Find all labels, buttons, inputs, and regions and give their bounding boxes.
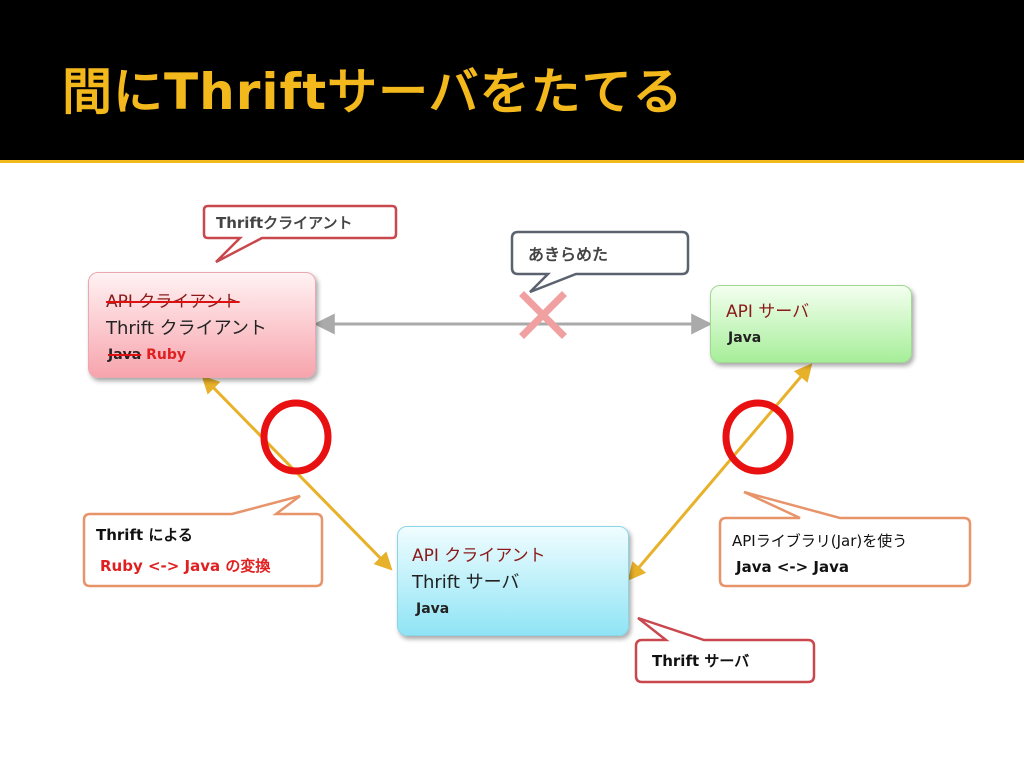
callout-thrift-client-bubble: [202, 204, 398, 264]
ok-circle-icon-left: [260, 399, 332, 475]
box-thrift-client-old-lang: Java: [108, 347, 142, 363]
box-thrift-client-line2: Thrift クライアント: [106, 318, 267, 339]
callout-thrift-conversion-line2-text: Ruby <-> Java の変換: [100, 557, 271, 575]
callout-thrift-server-text: Thrift サーバ: [652, 652, 750, 670]
box-api-server-line2: Java: [728, 330, 762, 346]
box-api-server: API サーバ Java: [710, 285, 912, 363]
title-separator: [0, 160, 1024, 163]
box-thrift-client-new-lang: Ruby: [146, 347, 187, 363]
callout-api-library-line1: APIライブラリ(Jar)を使う: [732, 532, 908, 550]
box-thrift-server: API クライアント Thrift サーバ Java: [397, 526, 629, 636]
callout-thrift-server-bubble: [634, 616, 816, 684]
box-thrift-client: API クライアント Thrift クライアント Java Ruby: [88, 272, 316, 378]
callout-thrift-conversion-bubble: [82, 494, 324, 588]
callout-gave-up-text: あきらめた: [528, 245, 609, 264]
callout-gave-up-bubble: [510, 230, 690, 294]
right-api-arrow: [627, 363, 813, 581]
box-api-server-line1: API サーバ: [726, 302, 810, 322]
box-thrift-client-line3: Java Ruby: [108, 347, 186, 363]
callout-api-library-bubble: [718, 490, 972, 588]
callout-thrift-client-text: Thriftクライアント: [216, 214, 353, 232]
box-thrift-server-line2: Thrift サーバ: [412, 572, 520, 593]
box-thrift-server-line3: Java: [416, 601, 450, 617]
box-thrift-server-line1: API クライアント: [412, 546, 546, 566]
cross-mark-icon: [519, 291, 567, 339]
callout-thrift-conversion-line1: Thrift による: [96, 526, 193, 544]
title-bar: [0, 0, 1024, 160]
ok-circle-icon-right: [722, 399, 794, 475]
callout-thrift-conversion-line2: Ruby <-> Java の変換: [100, 555, 270, 576]
box-thrift-client-line1: API クライアント: [106, 292, 240, 312]
slide-title: 間にThriftサーバをたてる: [62, 63, 684, 121]
callout-api-library-line2: Java <-> Java: [736, 558, 850, 576]
